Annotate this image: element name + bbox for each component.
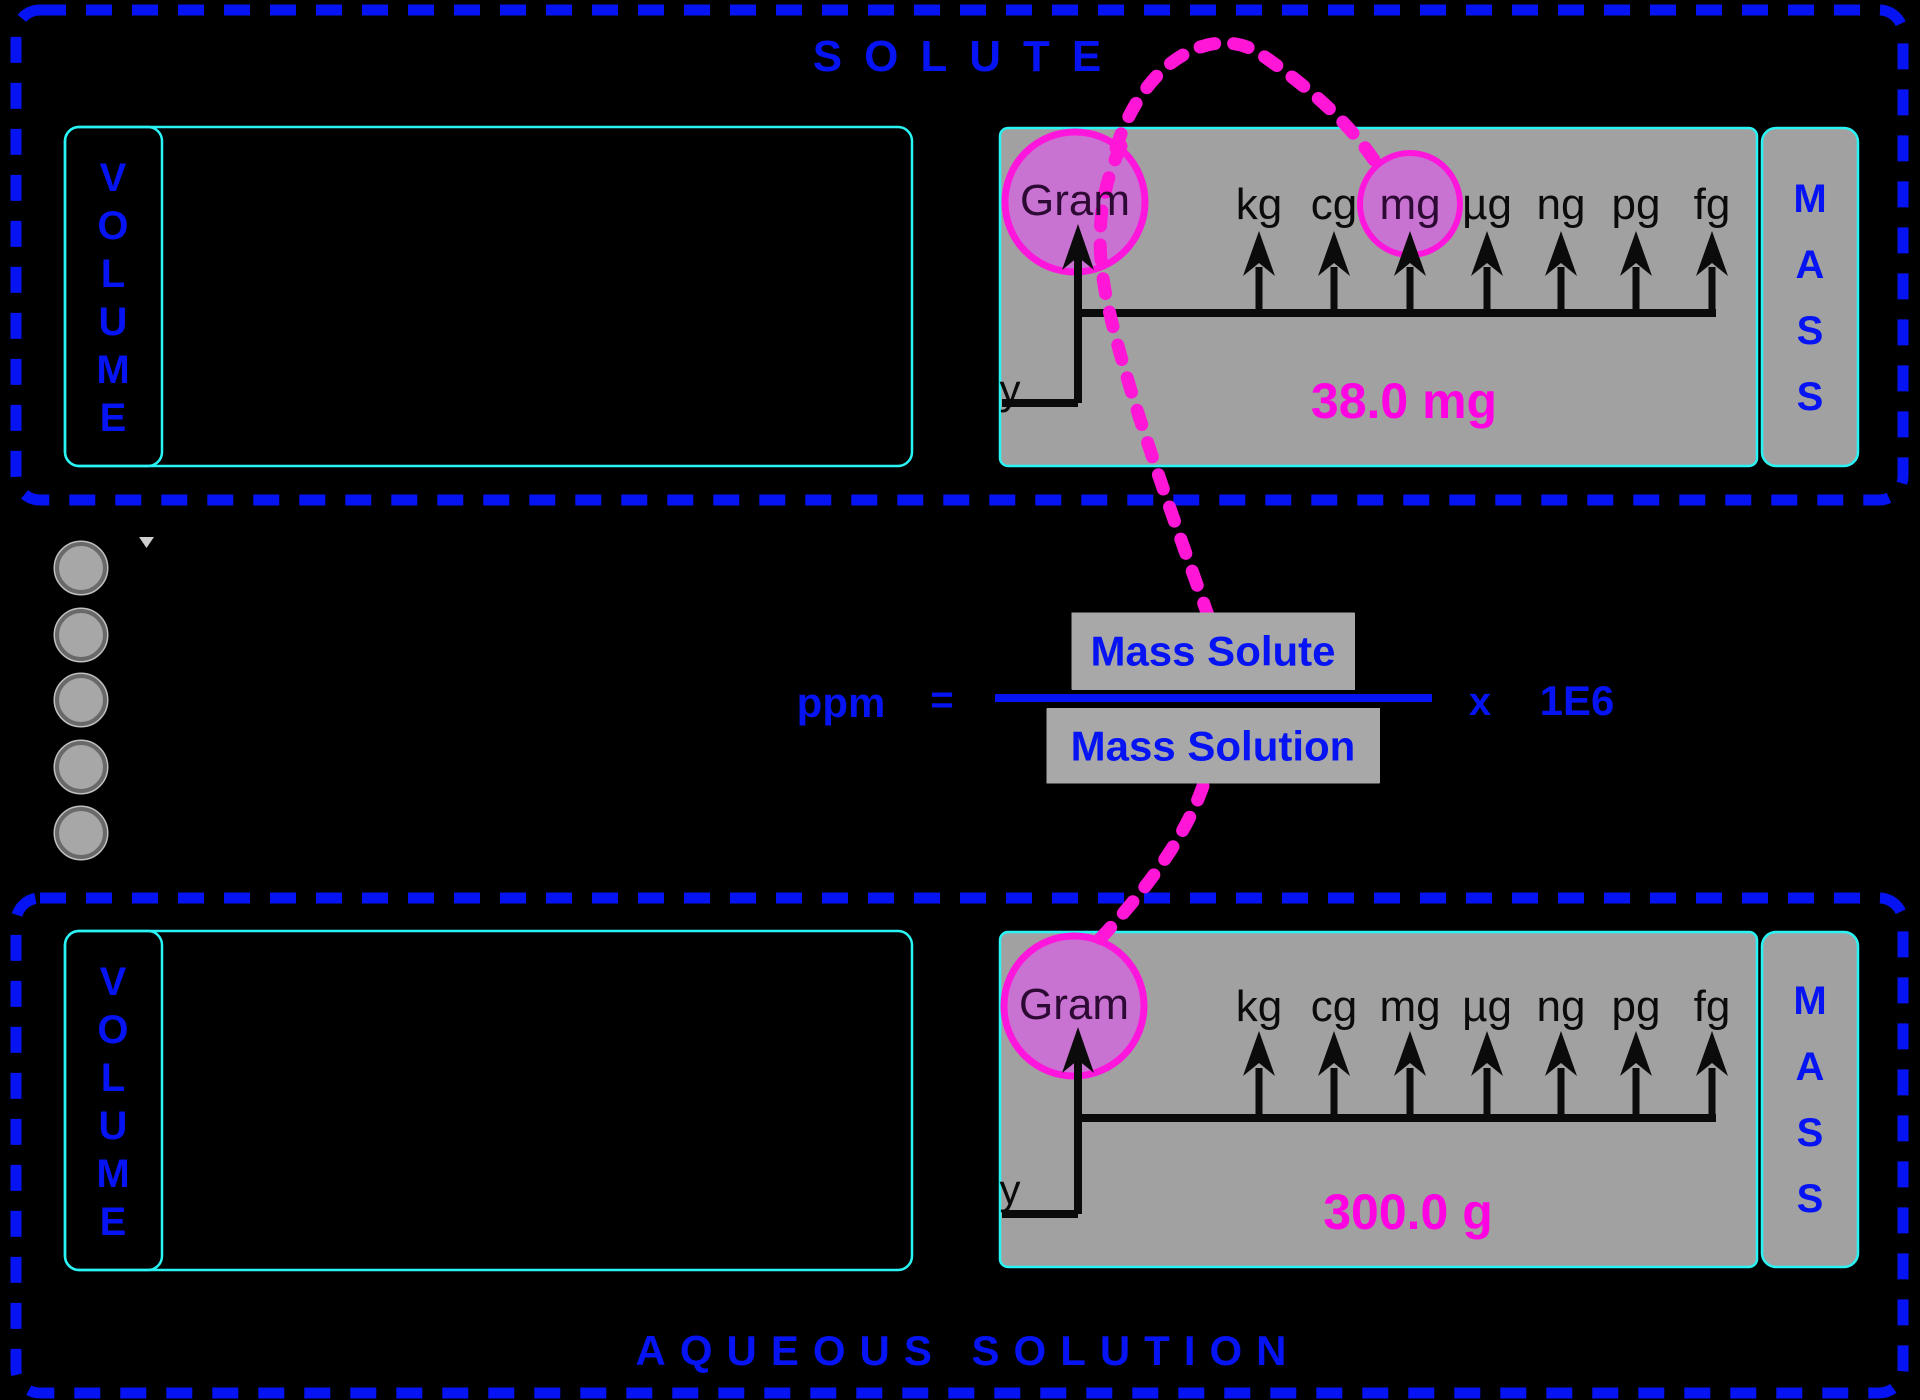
denominator-to-gram-connector — [1092, 779, 1210, 947]
solute-mass-value: 38.0 mg — [1310, 373, 1498, 429]
solution-unit-cg[interactable]: cg — [1310, 982, 1358, 1031]
mg-arrowhead — [1394, 231, 1426, 276]
side-button-1[interactable] — [55, 542, 107, 594]
solute-volume-panel — [63, 125, 914, 468]
mg-arrowhead — [1394, 1031, 1426, 1076]
solute-unit-ug[interactable]: µg — [1462, 180, 1512, 229]
caret-down-icon[interactable] — [139, 537, 154, 548]
solute-unit-ng[interactable]: ng — [1536, 180, 1586, 229]
fg-arrowhead — [1696, 1031, 1728, 1076]
kg-arrowhead — [1243, 231, 1275, 276]
solute-unit-fg[interactable]: fg — [1693, 180, 1731, 229]
ug-arrowhead — [1471, 231, 1503, 276]
solution-unit-ng[interactable]: ng — [1536, 982, 1586, 1031]
solution-dashed-border — [10, 892, 1909, 1399]
annotation-connectors — [1092, 36, 1381, 947]
solution-scale — [1002, 1058, 1716, 1218]
solution-mass-sidebar — [1760, 930, 1860, 1269]
solution-volume-panel — [63, 929, 914, 1272]
ug-arrowhead — [1471, 1031, 1503, 1076]
side-button-2[interactable] — [55, 609, 107, 661]
solute-gram-label[interactable]: Gram — [1020, 176, 1130, 225]
side-button-halo — [53, 607, 109, 663]
formula-numerator-box: Mass Solute — [1071, 612, 1355, 690]
ng-arrowhead — [1545, 1031, 1577, 1076]
side-button-halo — [53, 540, 109, 596]
solute-unit-pg[interactable]: pg — [1611, 180, 1661, 229]
gram-arrowhead — [1062, 224, 1094, 270]
formula-denominator: Mass Solution — [1070, 722, 1356, 769]
side-button-4[interactable] — [55, 741, 107, 793]
side-button-halo — [53, 805, 109, 861]
solution-arrowheads — [1062, 1027, 1728, 1076]
solute-mass-sidebar — [1760, 126, 1860, 468]
solution-gram-label[interactable]: Gram — [1019, 980, 1129, 1029]
solute-scale — [1002, 254, 1716, 407]
ng-arrowhead — [1545, 231, 1577, 276]
solution-section-title: AQUEOUS SOLUTION — [635, 1327, 1301, 1374]
solute-unit-kg[interactable]: kg — [1235, 180, 1283, 229]
solution-unit-fg[interactable]: fg — [1693, 982, 1731, 1031]
cg-arrowhead — [1318, 231, 1350, 276]
gram-arrowhead — [1062, 1027, 1094, 1073]
solute-partial-text: y — [999, 366, 1021, 413]
side-button-5[interactable] — [55, 807, 107, 859]
solution-unit-ug[interactable]: µg — [1462, 982, 1512, 1031]
solution-unit-pg[interactable]: pg — [1611, 982, 1661, 1031]
solute-mass-panel — [998, 126, 1759, 468]
formula-factor: 1E6 — [1539, 677, 1615, 724]
formula-numerator: Mass Solute — [1090, 627, 1336, 674]
gram-to-mg-arc — [1109, 36, 1381, 167]
solution-unit-kg[interactable]: kg — [1235, 982, 1283, 1031]
solute-arrowheads — [1062, 224, 1728, 276]
gram-to-numerator-connector — [1093, 139, 1216, 625]
solution-unit-mg[interactable]: mg — [1379, 982, 1441, 1031]
side-button-halo — [53, 739, 109, 795]
side-button-halo — [53, 672, 109, 728]
solute-dashed-border — [10, 4, 1909, 506]
solute-volume-sidebar — [63, 125, 164, 468]
solute-unit-cg[interactable]: cg — [1310, 180, 1358, 229]
pg-arrowhead — [1620, 231, 1652, 276]
side-button-list — [53, 540, 109, 861]
solution-partial-text: y — [999, 1166, 1021, 1213]
solute-section-title: SOLUTE — [812, 32, 1124, 81]
pg-arrowhead — [1620, 1031, 1652, 1076]
kg-arrowhead — [1243, 1031, 1275, 1076]
solute-unit-mg[interactable]: mg — [1379, 180, 1441, 229]
formula-lhs: ppm — [796, 679, 886, 726]
solution-mass-panel — [998, 930, 1759, 1269]
solution-mass-value: 300.0 g — [1323, 1184, 1493, 1240]
formula-denominator-box: Mass Solution — [1046, 708, 1380, 784]
formula-equals: = — [930, 678, 954, 722]
solution-volume-sidebar — [63, 929, 164, 1272]
side-button-3[interactable] — [55, 674, 107, 726]
fg-arrowhead — [1696, 231, 1728, 276]
formula-multiplier: x — [1468, 680, 1492, 724]
cg-arrowhead — [1318, 1031, 1350, 1076]
